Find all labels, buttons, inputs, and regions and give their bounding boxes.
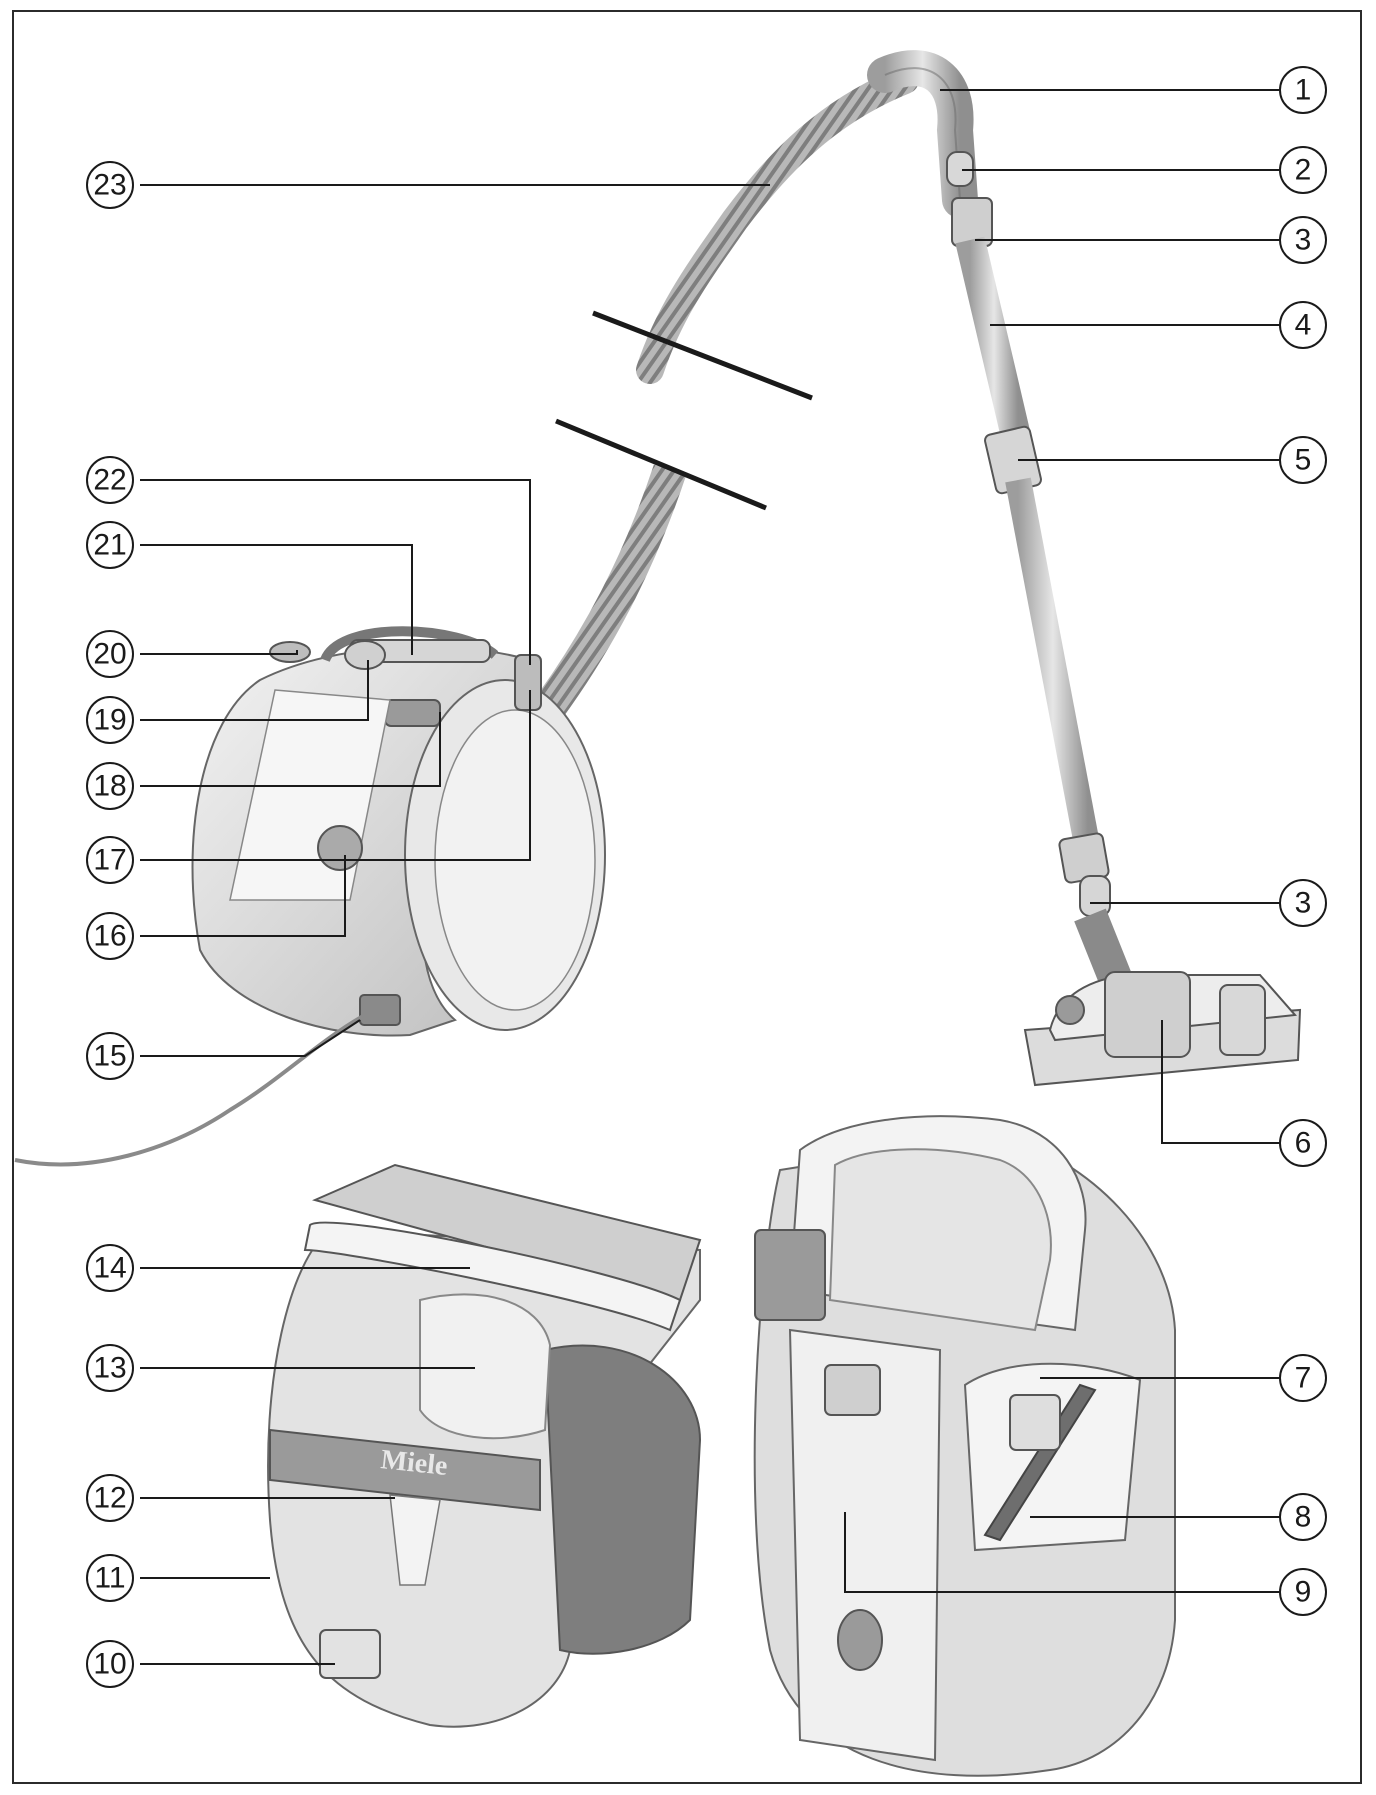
callout-20: 20 — [86, 630, 134, 678]
leader-6 — [1161, 1020, 1280, 1144]
svg-text:22: 22 — [93, 464, 126, 497]
cable-socket — [359, 994, 401, 1026]
callout-1: 1 — [1279, 66, 1327, 114]
hose-connector — [514, 654, 542, 711]
svg-text:8: 8 — [1295, 1501, 1312, 1534]
power-button — [269, 641, 311, 663]
leader-15 — [140, 1019, 361, 1057]
callout-14: 14 — [86, 1244, 134, 1292]
svg-text:16: 16 — [93, 920, 126, 953]
container-release-button — [319, 1629, 381, 1679]
svg-text:13: 13 — [93, 1352, 126, 1385]
svg-text:1: 1 — [1295, 74, 1312, 107]
svg-text:4: 4 — [1295, 309, 1312, 342]
callout-2: 2 — [1279, 146, 1327, 194]
leader-21 — [140, 544, 413, 655]
svg-text:5: 5 — [1295, 444, 1312, 477]
lid-release — [384, 699, 441, 727]
svg-text:11: 11 — [94, 1562, 125, 1595]
brand-band — [269, 1428, 541, 1512]
exhaust-filter — [317, 825, 363, 871]
hose-break-mark-bottom — [555, 418, 767, 511]
svg-text:18: 18 — [93, 770, 126, 803]
svg-text:10: 10 — [93, 1648, 126, 1681]
callout-6: 6 — [1279, 1119, 1327, 1167]
callout-9: 9 — [1279, 1568, 1327, 1616]
leader-17 — [140, 690, 531, 861]
leader-18 — [140, 712, 441, 787]
hose-upper — [636, 66, 919, 384]
callout-10: 10 — [86, 1640, 134, 1688]
leader-20 — [140, 650, 298, 655]
telescopic-tube-lower — [1005, 477, 1101, 853]
callouts: 1 2 3 4 5 3 6 7 8 9 10 11 12 13 14 15 16… — [86, 66, 1327, 1688]
tube-release-button-top — [951, 197, 993, 247]
leader-22 — [140, 479, 531, 665]
svg-text:23: 23 — [93, 169, 126, 202]
dust-container-lid-handle — [303, 1221, 682, 1332]
svg-text:15: 15 — [93, 1040, 126, 1073]
dust-container: Miele — [267, 1163, 702, 1728]
leader-lines — [140, 89, 1280, 1665]
diagram-frame — [12, 10, 1362, 1784]
filter-flap — [389, 1494, 441, 1586]
callout-23: 23 — [86, 161, 134, 209]
svg-text:3: 3 — [1295, 887, 1312, 920]
crevice-nozzle — [983, 1383, 1097, 1542]
leader-19 — [140, 660, 369, 721]
svg-text:19: 19 — [93, 704, 126, 737]
callout-13: 13 — [86, 1344, 134, 1392]
svg-text:3: 3 — [1295, 224, 1312, 257]
callout-11: 11 — [86, 1554, 134, 1602]
power-setting-dial — [344, 640, 386, 670]
svg-text:21: 21 — [93, 529, 126, 562]
callout-8: 8 — [1279, 1493, 1327, 1541]
callout-17: 17 — [86, 836, 134, 884]
hose-break-mark-top — [592, 310, 813, 401]
brand-logo: Miele — [379, 1444, 449, 1482]
callout-12: 12 — [86, 1474, 134, 1522]
leader-9 — [844, 1512, 1280, 1593]
floorhead-pedal — [1219, 984, 1266, 1056]
body-rear-view — [753, 1115, 1176, 1777]
callout-3-bottom: 3 — [1279, 879, 1327, 927]
callout-15: 15 — [86, 1032, 134, 1080]
callout-3-top: 3 — [1279, 216, 1327, 264]
callout-22: 22 — [86, 456, 134, 504]
callout-18: 18 — [86, 762, 134, 810]
vacuum-body — [191, 626, 606, 1037]
callout-19: 19 — [86, 696, 134, 744]
svg-text:12: 12 — [93, 1482, 126, 1515]
svg-text:14: 14 — [93, 1252, 126, 1285]
leader-16 — [140, 855, 346, 937]
callout-7: 7 — [1279, 1354, 1327, 1402]
callout-5: 5 — [1279, 436, 1327, 484]
telescopic-tube-upper — [955, 236, 1033, 449]
cyclone-filter — [419, 1293, 552, 1440]
upholstery-nozzle — [1009, 1394, 1061, 1451]
rear-filter-cover — [788, 1328, 942, 1762]
callout-21: 21 — [86, 521, 134, 569]
callout-4: 4 — [1279, 301, 1327, 349]
filter-cover-release — [824, 1364, 881, 1416]
svg-text:20: 20 — [93, 638, 126, 671]
svg-text:2: 2 — [1295, 154, 1312, 187]
svg-text:17: 17 — [93, 844, 126, 877]
callout-16: 16 — [86, 912, 134, 960]
svg-text:6: 6 — [1295, 1127, 1312, 1160]
svg-text:7: 7 — [1295, 1362, 1312, 1395]
power-cable — [14, 1013, 366, 1167]
svg-text:9: 9 — [1295, 1576, 1312, 1609]
